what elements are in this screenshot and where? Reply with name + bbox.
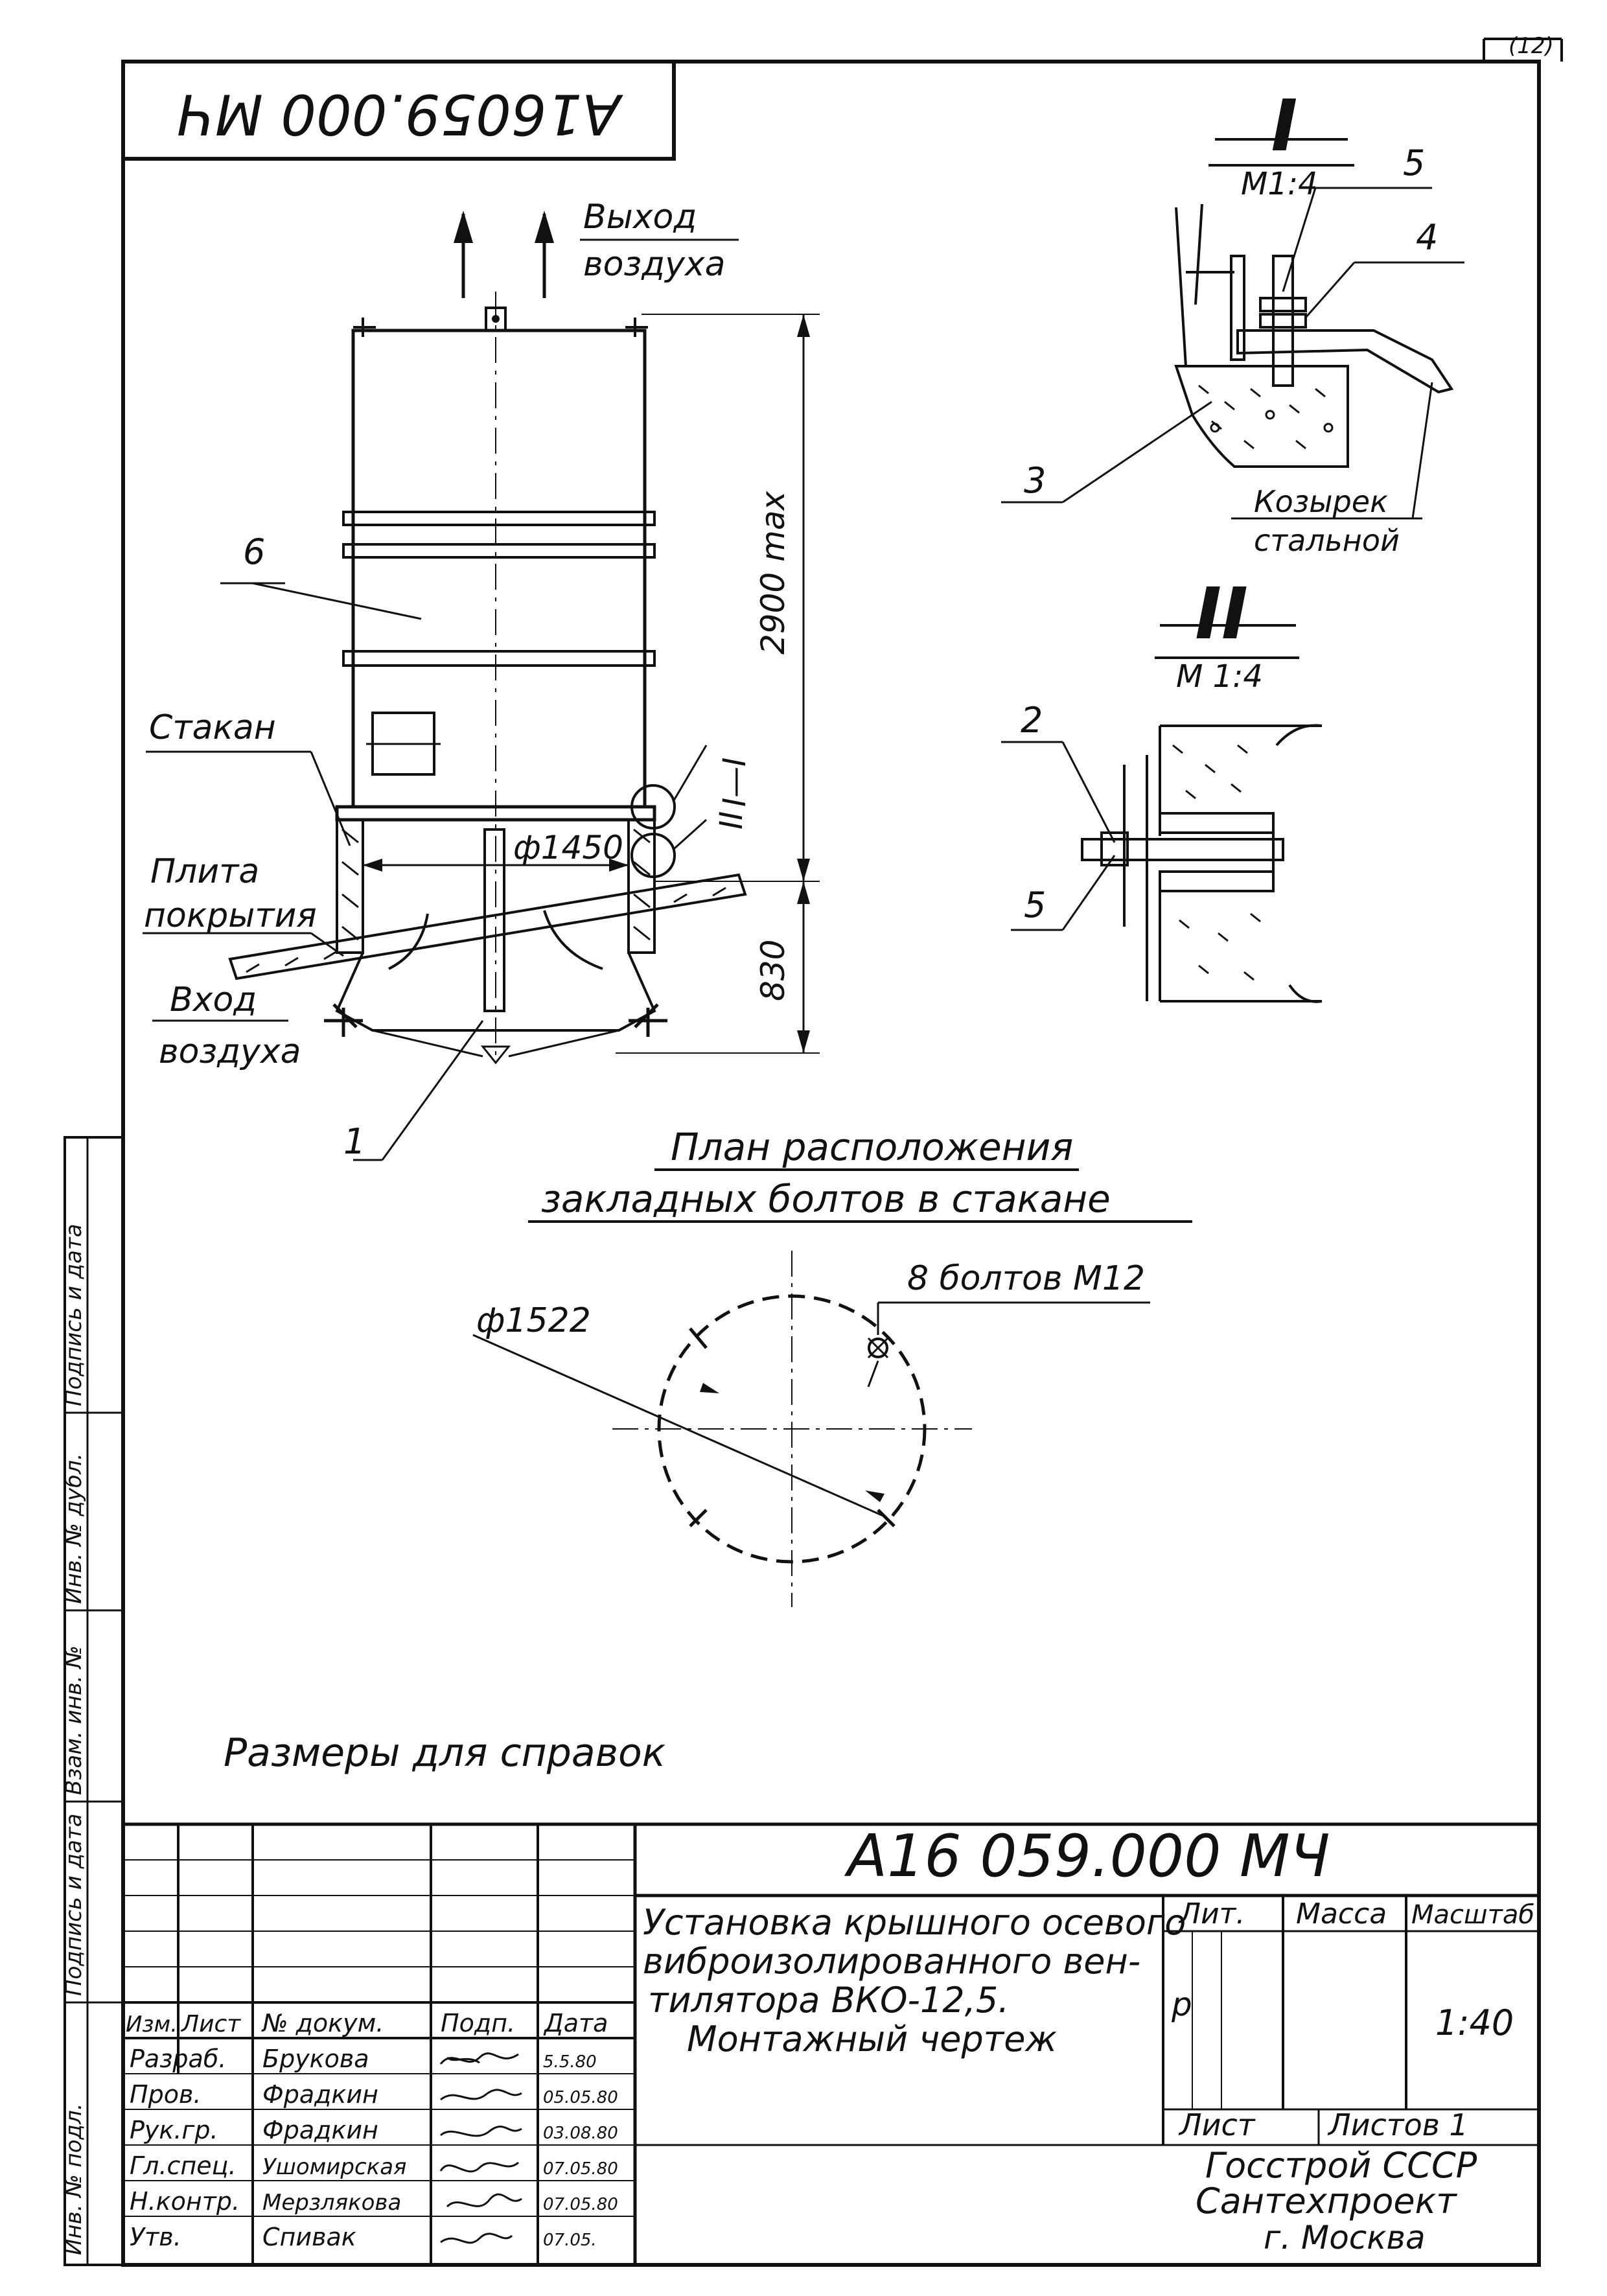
detail-1-callout-5: 5 [1403,143,1425,183]
sheets-label: Листов 1 [1327,2107,1468,2142]
air-outlet-label-1: Выход [583,198,697,237]
side-stamp [64,1136,124,2266]
height-dimension: 2900 max [754,491,792,655]
row-role: Пров. [130,2080,201,2109]
reference-note: Размеры для справок [224,1730,665,1776]
org-line-2: Сантехпроект [1196,2181,1457,2221]
bolt-circle-diameter: ф1522 [476,1301,591,1340]
bolt-plan-drawing [472,1251,1150,1607]
bolt-plan-title-2: закладных болтов в стакане [541,1177,1111,1221]
description-line-2: виброизолированного вен- [643,1941,1140,1982]
detail-2-drawing [1001,624,1323,1003]
detail-2-callout-5: 5 [1024,885,1046,925]
side-stamp-5: Подпись и дата [61,1813,87,1996]
side-stamp-3: Взам. инв. № [61,1645,87,1795]
lit-label: Лит. [1178,1897,1245,1931]
scale-value: 1:40 [1435,2002,1514,2043]
row-name: Брукова [262,2045,369,2073]
scale-label: Масштаб [1411,1900,1534,1930]
header-izm: Изм. [126,2012,178,2037]
side-stamp-2: Подпись и дата [61,1223,87,1406]
description-line-3: тилятора ВКО-12,5. [648,1980,1009,2021]
row-date: 05.05.80 [543,2088,618,2107]
row-name: Фрадкин [262,2116,378,2144]
sheet-label: Лист [1178,2107,1256,2142]
handwritten-signatures [439,2052,522,2244]
air-outlet-label-2: воздуха [583,245,725,284]
side-stamp-4: Инв. № дубл. [61,1453,87,1604]
row-role: Гл.спец. [130,2151,237,2180]
header-sign: Подп. [441,2009,515,2037]
glass-label: Стакан [149,708,276,747]
fan-diameter: ф1450 [513,829,623,866]
row-date: 03.08.80 [543,2124,618,2143]
air-inlet-label-2: воздуха [159,1032,301,1071]
row-name: Спивак [262,2223,356,2251]
detail-1-roman: I [1271,84,1298,167]
callout-1: 1 [343,1121,365,1162]
row-date: 07.05.80 [543,2195,618,2214]
callout-6: 6 [243,531,265,572]
bolt-plan-title-1: План расположения [671,1125,1073,1169]
page-number: (12) [1509,33,1554,59]
description-line-4: Монтажный чертеж [687,2019,1057,2059]
description-line-1: Установка крышного осевого [643,1902,1186,1943]
signature-rows: Разраб. Брукова 5.5.80 Пров. Фрадкин 05.… [130,2045,618,2251]
header-list: Лист [180,2011,241,2037]
org-line-3: г. Москва [1264,2219,1426,2256]
detail-1-drawing [1001,138,1464,520]
base-dimension: 830 [754,940,792,1001]
row-date: 07.05.80 [543,2159,618,2179]
detail-2-roman: II [1195,572,1248,655]
header-date: Дата [543,2009,608,2037]
section-ref-2: II [713,811,750,829]
header-doc: № докум. [261,2009,384,2037]
row-name: Фрадкин [262,2080,378,2109]
stamp-code-box: А16059.000 МЧ [121,60,676,161]
row-role: Н.контр. [130,2187,240,2216]
fan-main-view [143,211,820,1161]
row-role: Разраб. [130,2045,226,2073]
row-date: 5.5.80 [543,2052,597,2072]
stamp-code: А16059.000 МЧ [177,82,623,146]
mass-label: Масса [1296,1897,1387,1931]
side-stamp-1: Инв. № подл. [61,2103,87,2255]
org-line-1: Госстрой СССР [1205,2145,1477,2186]
row-name: Мерзлякова [262,2190,401,2216]
bolt-count: 8 болтов М12 [907,1259,1145,1298]
air-inlet-label-1: Вход [170,980,257,1019]
row-role: Рук.гр. [130,2116,218,2144]
title-block-code: А16 059.000 МЧ [844,1822,1330,1890]
visor-label-1: Козырек [1254,484,1388,519]
slab-label-2: покрытия [144,896,317,935]
row-role: Утв. [130,2223,181,2251]
detail-1-callout-4: 4 [1416,217,1438,258]
detail-2-callout-2: 2 [1021,700,1043,741]
row-date: 07.05. [543,2231,597,2250]
title-block-grid [123,1822,1539,2265]
row-name: Ушомирская [262,2154,406,2180]
slab-label-1: Плита [150,852,259,891]
detail-2-scale: М 1:4 [1176,658,1263,695]
detail-1-scale: М1:4 [1241,166,1318,202]
section-ref-1: I—I [717,758,753,807]
detail-1-callout-3: 3 [1024,460,1046,501]
visor-label-2: стальной [1254,523,1400,558]
lit-value: р [1171,1986,1192,2023]
